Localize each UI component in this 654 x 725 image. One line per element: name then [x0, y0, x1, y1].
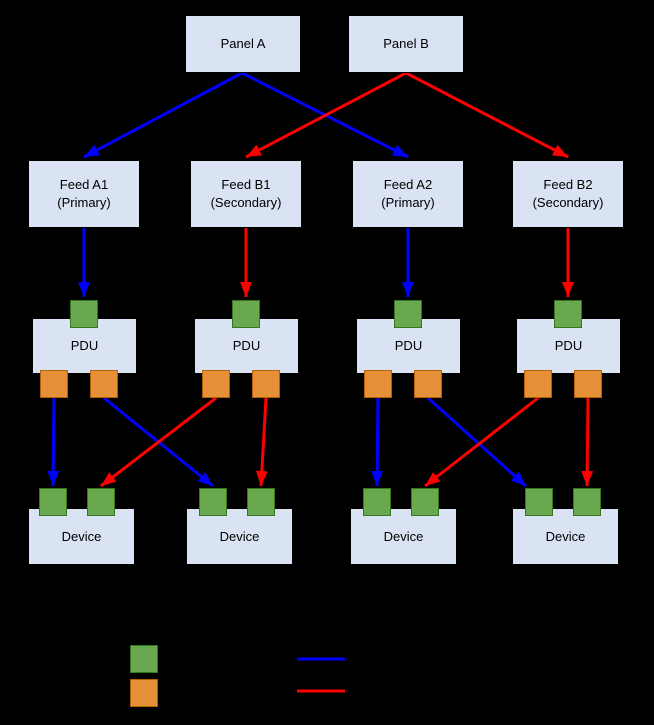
- legend-inlet-swatch: [130, 645, 158, 673]
- pdu2-inlet-square: [232, 300, 260, 328]
- feed-b2-box: Feed B2 (Secondary): [512, 160, 624, 228]
- feed-a2-box: Feed A2 (Primary): [352, 160, 464, 228]
- feed-b2-role: (Secondary): [532, 195, 604, 210]
- device4-label: Device: [545, 528, 586, 544]
- device1-inlet1-square: [39, 488, 67, 516]
- device3-inlet1-square: [363, 488, 391, 516]
- arrow-panel-a-feed-a1: [83, 71, 243, 159]
- device4-inlet2-square: [573, 488, 601, 516]
- arrow-pdu3-device4: [426, 396, 528, 488]
- pdu4-inlet-square: [554, 300, 582, 328]
- feed-a1-box: Feed A1 (Primary): [28, 160, 140, 228]
- feed-b1-box: Feed B1 (Secondary): [190, 160, 302, 228]
- device3-label: Device: [383, 528, 424, 544]
- panel-a-box: Panel A: [185, 15, 301, 73]
- feed-b1-name: Feed B1: [221, 177, 271, 192]
- pdu3-outlet2-square: [414, 370, 442, 398]
- pdu1-label: PDU: [70, 338, 99, 353]
- panel-b-box: Panel B: [348, 15, 464, 73]
- pdu1-outlet1-square: [40, 370, 68, 398]
- pdu2-outlet1-square: [202, 370, 230, 398]
- arrow-pdu1-device1: [47, 397, 60, 487]
- device1-inlet2-square: [87, 488, 115, 516]
- pdu3-outlet1-square: [364, 370, 392, 398]
- pdu2-label: PDU: [232, 338, 261, 353]
- pdu1-outlet2-square: [90, 370, 118, 398]
- pdu4-outlet2-square: [574, 370, 602, 398]
- arrow-pdu4-device4: [581, 397, 594, 487]
- arrow-panel-b-feed-b1: [245, 71, 407, 159]
- arrow-panel-b-feed-b2: [405, 71, 569, 159]
- pdu2-outlet2-square: [252, 370, 280, 398]
- pdu4-outlet1-square: [524, 370, 552, 398]
- device4-inlet1-square: [525, 488, 553, 516]
- arrow-pdu2-device2: [255, 397, 268, 487]
- feed-a1-name: Feed A1: [59, 177, 109, 192]
- device4-box: Device: [512, 508, 619, 565]
- arrow-pdu3-device3: [371, 397, 384, 487]
- device1-box: Device: [28, 508, 135, 565]
- feed-a2-role: (Primary): [381, 195, 435, 210]
- panel-b-label: Panel B: [383, 36, 429, 51]
- arrow-pdu2-device1: [100, 396, 217, 488]
- pdu3-label: PDU: [394, 338, 423, 353]
- legend-outlet-swatch: [130, 679, 158, 707]
- feed-b2-name: Feed B2: [543, 177, 593, 192]
- feed-a1-role: (Primary): [57, 195, 111, 210]
- device2-box: Device: [186, 508, 293, 565]
- device2-inlet1-square: [199, 488, 227, 516]
- device2-label: Device: [219, 528, 260, 544]
- arrow-pdu4-device3: [424, 396, 539, 488]
- feed-b1-role: (Secondary): [210, 195, 282, 210]
- pdu4-label: PDU: [554, 338, 583, 353]
- device3-inlet2-square: [411, 488, 439, 516]
- pdu1-inlet-square: [70, 300, 98, 328]
- device3-box: Device: [350, 508, 457, 565]
- device2-inlet2-square: [247, 488, 275, 516]
- panel-a-label: Panel A: [220, 36, 266, 51]
- pdu1-box: PDU: [32, 318, 137, 374]
- pdu3-inlet-square: [394, 300, 422, 328]
- device1-label: Device: [61, 528, 102, 544]
- feed-a2-name: Feed A2: [383, 177, 433, 192]
